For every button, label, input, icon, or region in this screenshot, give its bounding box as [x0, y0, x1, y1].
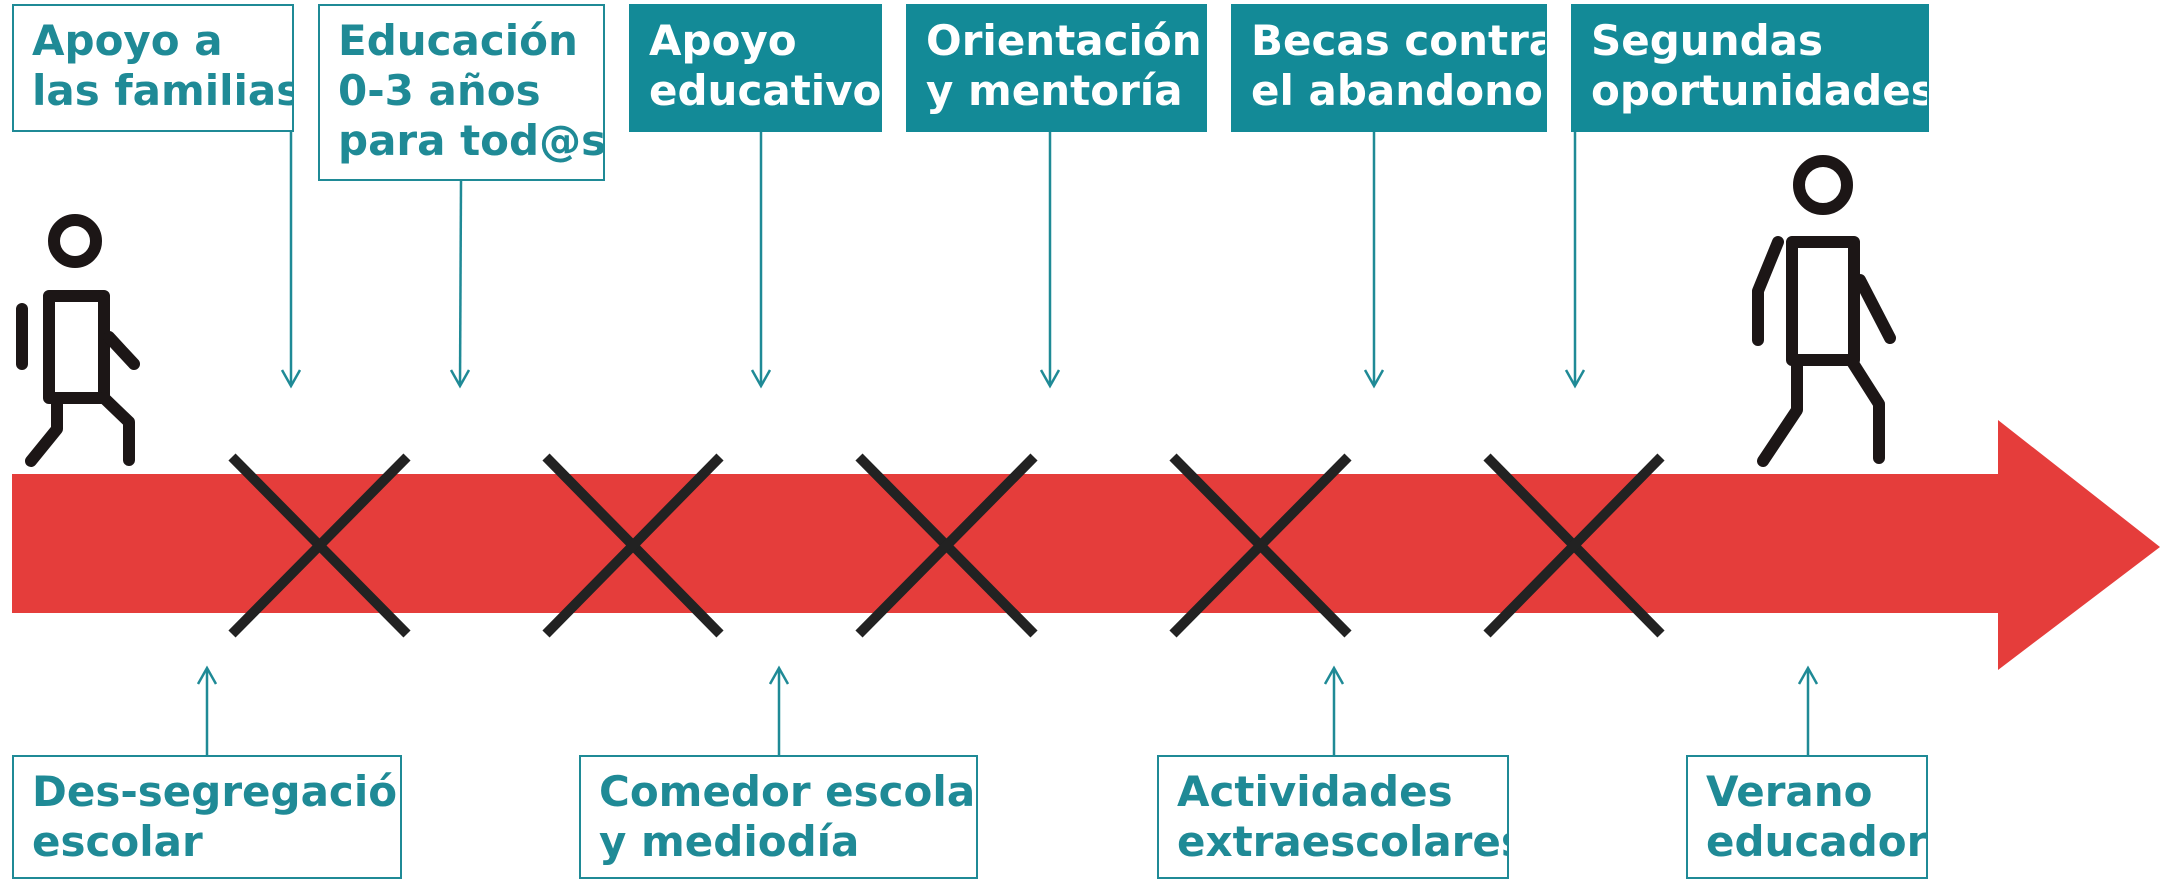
label-actividades-extraescolares: Actividades extraescolares — [1157, 755, 1509, 879]
label-line: Orientación — [926, 16, 1202, 65]
barrier-crosses — [228, 453, 1665, 638]
label-line: las familias — [32, 66, 294, 115]
barrier-cross-icon — [542, 453, 724, 638]
barrier-cross-icon — [1483, 453, 1665, 638]
timeline-arrow — [12, 420, 2160, 670]
label-orientacion-mentoria: Orientación y mentoría — [906, 4, 1207, 132]
connector-arrow-icon — [196, 665, 218, 756]
label-line: Segundas — [1591, 16, 1824, 65]
label-line: escolar — [32, 817, 203, 866]
connector-arrow-icon — [1564, 132, 1586, 389]
label-line: Actividades — [1177, 767, 1453, 816]
label-line: Becas contra — [1251, 16, 1547, 65]
label-becas-abandono: Becas contra el abandono — [1231, 4, 1547, 132]
connector-arrow-icon — [1323, 665, 1345, 756]
connector-arrow-icon — [750, 132, 772, 389]
label-line: educativo — [649, 66, 882, 115]
label-line: 0-3 años — [338, 66, 541, 115]
label-line: para tod@s — [338, 116, 605, 165]
barrier-cross-icon — [228, 453, 411, 638]
label-segundas-oportunidades: Segundas oportunidades — [1571, 4, 1929, 132]
label-line: y mentoría — [926, 66, 1183, 115]
label-line: Des-segregación — [32, 767, 402, 816]
connector-arrow-icon — [280, 132, 302, 389]
label-line: y mediodía — [599, 817, 860, 866]
label-line: el abandono — [1251, 66, 1543, 115]
label-educacion-0-3: Educación 0-3 años para tod@s — [318, 4, 605, 181]
person-start-icon — [16, 214, 140, 467]
top-connectors — [280, 132, 1586, 389]
label-line: extraescolares — [1177, 817, 1509, 866]
label-line: oportunidades — [1591, 66, 1929, 115]
label-line: Educación — [338, 16, 578, 65]
connector-arrow-icon — [768, 665, 790, 756]
connector-arrow-icon — [1797, 665, 1819, 756]
label-line: educador — [1706, 817, 1928, 866]
connector-arrow-icon — [449, 180, 471, 389]
connector-arrow-icon — [1363, 132, 1385, 389]
label-line: Apoyo a — [32, 16, 223, 65]
person-end-icon — [1752, 155, 1896, 467]
label-line: Comedor escolar — [599, 767, 978, 816]
label-line: Apoyo — [649, 16, 797, 65]
label-line: Verano — [1706, 767, 1873, 816]
label-des-segregacion: Des-segregación escolar — [12, 755, 402, 879]
connector-arrow-icon — [1039, 132, 1061, 389]
label-apoyo-educativo: Apoyo educativo — [629, 4, 882, 132]
label-apoyo-familias: Apoyo a las familias — [12, 4, 294, 132]
barrier-cross-icon — [855, 453, 1038, 638]
label-verano-educador: Verano educador — [1686, 755, 1928, 879]
barrier-cross-icon — [1169, 453, 1352, 638]
label-comedor-escolar: Comedor escolar y mediodía — [579, 755, 978, 879]
bottom-connectors — [196, 665, 1819, 756]
